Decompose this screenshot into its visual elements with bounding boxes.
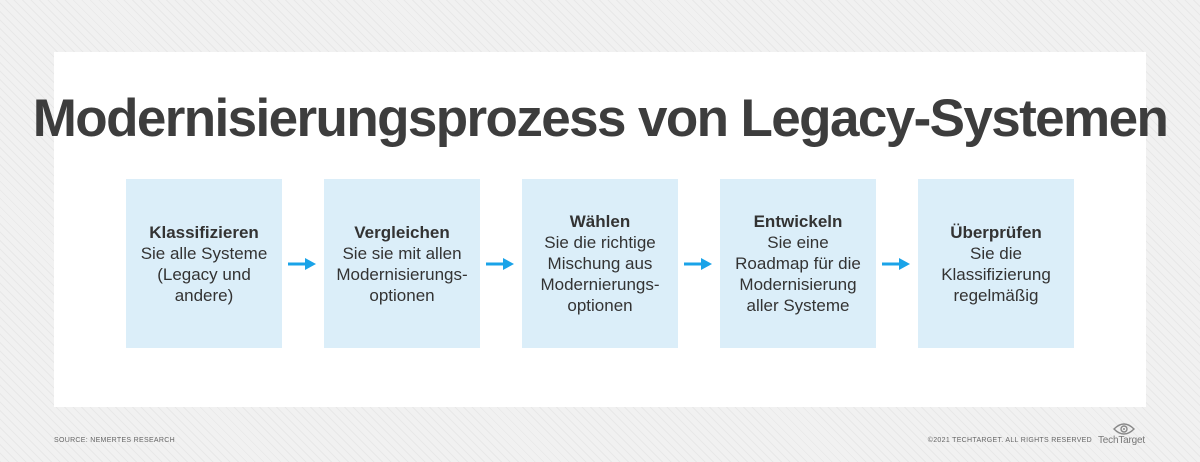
step-heading: Überprüfen xyxy=(950,222,1042,242)
step-box-4: Entwickeln Sie eine Roadmap für die Mode… xyxy=(720,179,876,348)
step-heading: Entwickeln xyxy=(753,212,843,231)
step-text: Sie sie mit allen Modernisierungs- optio… xyxy=(336,243,468,305)
step-text: Sie eine Roadmap für die Modernisierung … xyxy=(735,233,861,315)
techtarget-logo: TechTarget xyxy=(1098,422,1150,452)
arrow-right-icon xyxy=(288,258,316,270)
copyright-note: ©2021 TECHTARGET. ALL RIGHTS RESERVED xyxy=(927,437,1092,444)
step-box-2: Vergleichen Sie sie mit allen Modernisie… xyxy=(324,179,480,348)
step-heading: Wählen xyxy=(569,212,631,231)
step-text: Sie die Klassifizierung regelmäßig xyxy=(941,243,1051,305)
page-title: Modernisierungsprozess von Legacy-System… xyxy=(32,89,1169,148)
step-text: Sie alle Systeme (Legacy und andere) xyxy=(140,243,268,305)
eye-icon xyxy=(1113,423,1135,435)
arrow-right-icon xyxy=(486,258,514,270)
arrow-right-icon xyxy=(684,258,712,270)
step-box-3: Wählen Sie die richtige Mischung aus Mod… xyxy=(522,179,678,348)
step-heading: Klassifizieren xyxy=(149,222,259,242)
step-text: Sie die richtige Mischung aus Modernieru… xyxy=(540,233,660,315)
brand-name: TechTarget xyxy=(1098,435,1145,446)
step-box-1: Klassifizieren Sie alle Systeme (Legacy … xyxy=(126,179,282,348)
source-note: SOURCE: NEMERTES RESEARCH xyxy=(54,437,175,444)
step-heading: Vergleichen xyxy=(354,222,450,242)
step-box-5: Überprüfen Sie die Klassifizierung regel… xyxy=(918,179,1074,348)
arrow-right-icon xyxy=(882,258,910,270)
